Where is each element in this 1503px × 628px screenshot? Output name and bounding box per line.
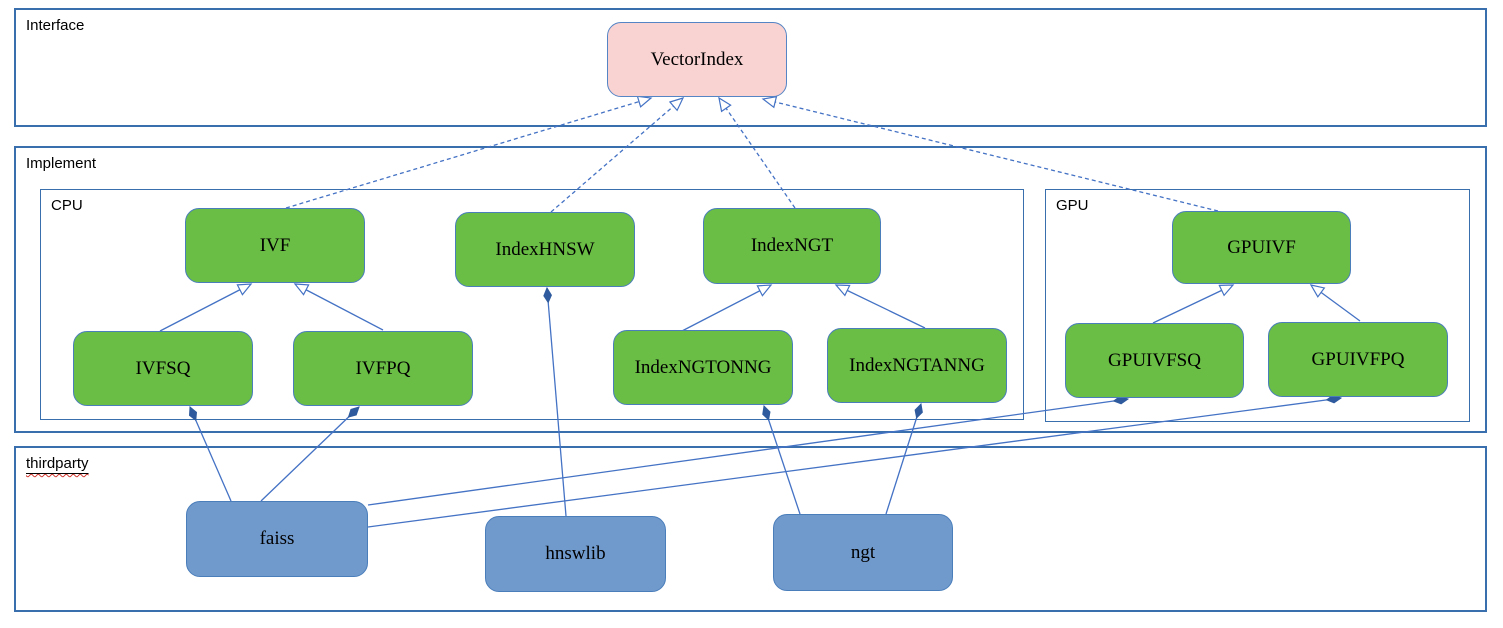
container-cpu: CPU <box>40 189 1024 420</box>
container-implement-label: Implement <box>26 155 97 172</box>
node-indexngt[interactable]: IndexNGT <box>703 208 881 284</box>
edge-ivfsq-to-ivf <box>159 283 253 332</box>
node-indexngtanng-label: IndexNGTANNG <box>849 354 985 376</box>
node-ivf-label: IVF <box>259 234 291 256</box>
edge-gpuivfpq-to-gpuivf <box>1309 284 1361 322</box>
node-ivfsq-label: IVFSQ <box>135 357 191 379</box>
edge-faiss-to-ivfpq <box>260 407 359 502</box>
node-faiss[interactable]: faiss <box>186 501 368 577</box>
node-indexhnsw[interactable]: IndexHNSW <box>455 212 635 287</box>
node-ngt-label: ngt <box>850 541 876 563</box>
container-cpu-label: CPU <box>51 197 83 214</box>
container-gpu-label: GPU <box>1056 197 1089 214</box>
node-ngt[interactable]: ngt <box>773 514 953 591</box>
edge-ivf-to-vectorindex <box>285 95 653 209</box>
edge-indexngtonng-to-indexngt <box>681 284 773 332</box>
container-thirdparty: thirdparty <box>14 446 1487 612</box>
node-indexngt-label: IndexNGT <box>750 235 834 256</box>
edge-faiss-to-gpuivfpq <box>367 398 1341 528</box>
edge-faiss-to-ivfsq <box>190 407 232 502</box>
node-indexngtonng[interactable]: IndexNGTONNG <box>613 330 793 405</box>
container-implement: Implement <box>14 146 1487 433</box>
node-ivfsq[interactable]: IVFSQ <box>73 331 253 406</box>
node-ivf[interactable]: IVF <box>185 208 365 283</box>
edge-ngt-to-indexngtanng <box>885 404 921 515</box>
node-vectorindex-label: VectorIndex <box>650 48 744 70</box>
node-gpuivf[interactable]: GPUIVF <box>1172 211 1351 284</box>
edge-indexngt-to-vectorindex <box>718 96 796 209</box>
node-vectorindex[interactable]: VectorIndex <box>607 22 787 97</box>
edge-ivfpq-to-ivf <box>293 283 384 331</box>
node-gpuivf-label: GPUIVF <box>1227 236 1296 258</box>
node-indexngtonng-label: IndexNGTONNG <box>634 356 772 378</box>
node-gpuivfpq[interactable]: GPUIVFPQ <box>1268 322 1448 397</box>
container-thirdparty-label-text: thirdparty <box>26 455 89 472</box>
node-gpuivfsq[interactable]: GPUIVFSQ <box>1065 323 1244 398</box>
edge-indexngtanng-to-indexngt <box>834 284 926 329</box>
edge-ngt-to-indexngtonng <box>764 406 801 515</box>
edge-indexhnsw-to-vectorindex <box>550 97 685 213</box>
node-indexngtanng[interactable]: IndexNGTANNG <box>827 328 1007 403</box>
node-gpuivfsq-label: GPUIVFSQ <box>1108 349 1201 371</box>
edge-faiss-to-gpuivfsq <box>367 399 1128 506</box>
edge-hnswlib-to-indexhnsw <box>547 288 567 517</box>
edge-gpuivf-to-vectorindex <box>761 95 1219 212</box>
container-thirdparty-label: thirdparty <box>26 455 89 473</box>
node-ivfpq-label: IVFPQ <box>355 357 411 379</box>
node-gpuivfpq-label: GPUIVFPQ <box>1311 348 1405 370</box>
node-hnswlib[interactable]: hnswlib <box>485 516 666 592</box>
node-hnswlib-label: hnswlib <box>545 543 606 564</box>
node-faiss-label: faiss <box>259 528 295 549</box>
node-indexhnsw-label: IndexHNSW <box>495 238 595 260</box>
container-interface-label: Interface <box>26 17 85 34</box>
container-interface: Interface <box>14 8 1487 127</box>
node-ivfpq[interactable]: IVFPQ <box>293 331 473 406</box>
edge-gpuivfsq-to-gpuivf <box>1152 284 1235 324</box>
container-gpu: GPU <box>1045 189 1470 422</box>
